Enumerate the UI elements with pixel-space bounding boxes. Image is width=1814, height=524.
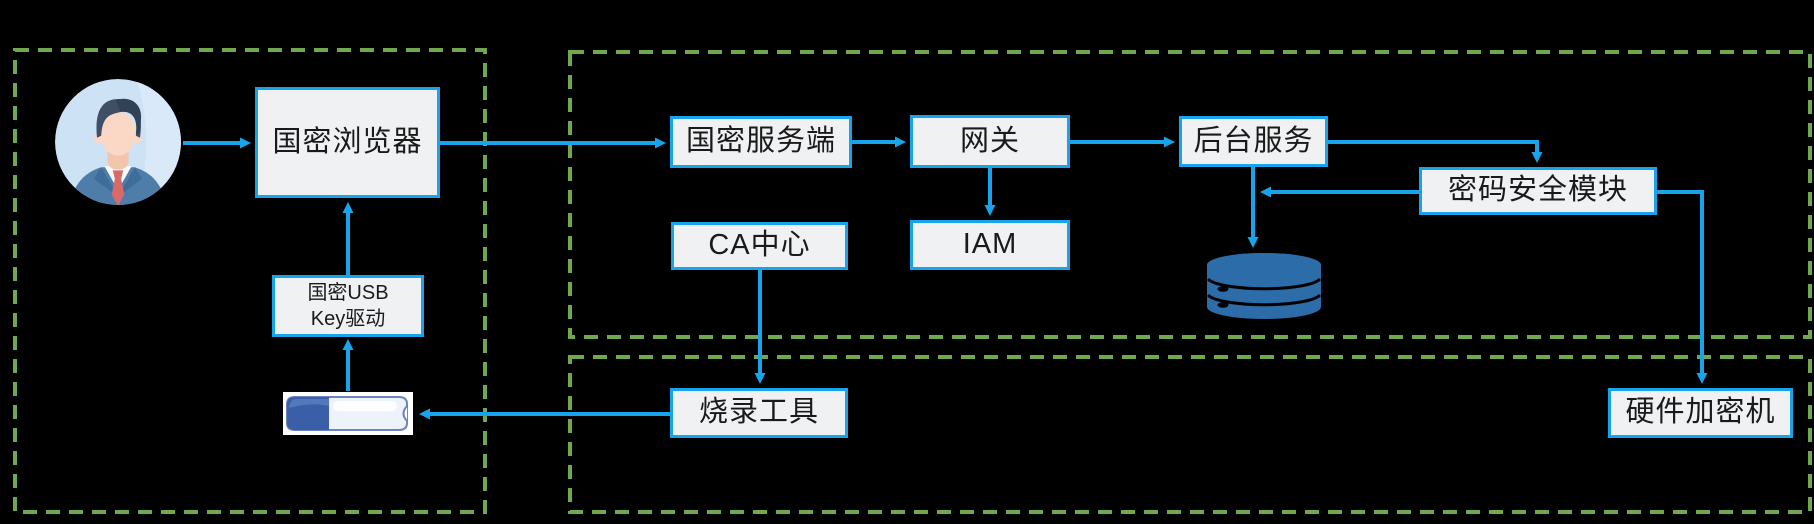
node-gateway-label: 网关 <box>959 124 1020 157</box>
node-usb-key-driver: 国密USB Key驱动 <box>272 275 424 337</box>
node-iam-label: IAM <box>962 228 1018 261</box>
node-usb-key-driver-label-line2: Key驱动 <box>310 308 386 330</box>
node-server-label: 国密服务端 <box>685 125 836 158</box>
node-security-module-label: 密码安全模块 <box>1447 174 1628 207</box>
arrow-backend-to-security-module <box>1328 140 1543 163</box>
node-server: 国密服务端 <box>670 116 852 168</box>
node-browser-label: 国密浏览器 <box>272 125 423 158</box>
usb-key-icon <box>283 392 413 435</box>
node-iam: IAM <box>910 220 1070 270</box>
node-ca-center: CA中心 <box>671 222 848 270</box>
node-backend-service: 后台服务 <box>1179 116 1328 167</box>
node-backend-service-label: 后台服务 <box>1193 124 1314 157</box>
node-burn-tool-label: 烧录工具 <box>698 396 819 429</box>
database-icon <box>1206 253 1322 319</box>
node-ca-center-label: CA中心 <box>708 229 811 262</box>
region-borders <box>13 48 1812 514</box>
node-security-module: 密码安全模块 <box>1419 167 1657 215</box>
node-usb-key-driver-label-line1: 国密USB <box>307 282 389 304</box>
connector-arrows <box>183 136 1708 420</box>
arrow-security-module-to-hsm <box>1657 190 1708 384</box>
region-provisioning-border <box>568 355 1812 514</box>
node-gateway: 网关 <box>910 115 1070 168</box>
user-avatar-icon <box>55 79 181 205</box>
node-hsm-label: 硬件加密机 <box>1625 396 1776 429</box>
region-service-border <box>568 50 1812 339</box>
node-browser: 国密浏览器 <box>255 87 440 198</box>
region-client-border <box>13 48 487 514</box>
node-hsm: 硬件加密机 <box>1608 388 1793 438</box>
node-burn-tool: 烧录工具 <box>670 388 848 438</box>
